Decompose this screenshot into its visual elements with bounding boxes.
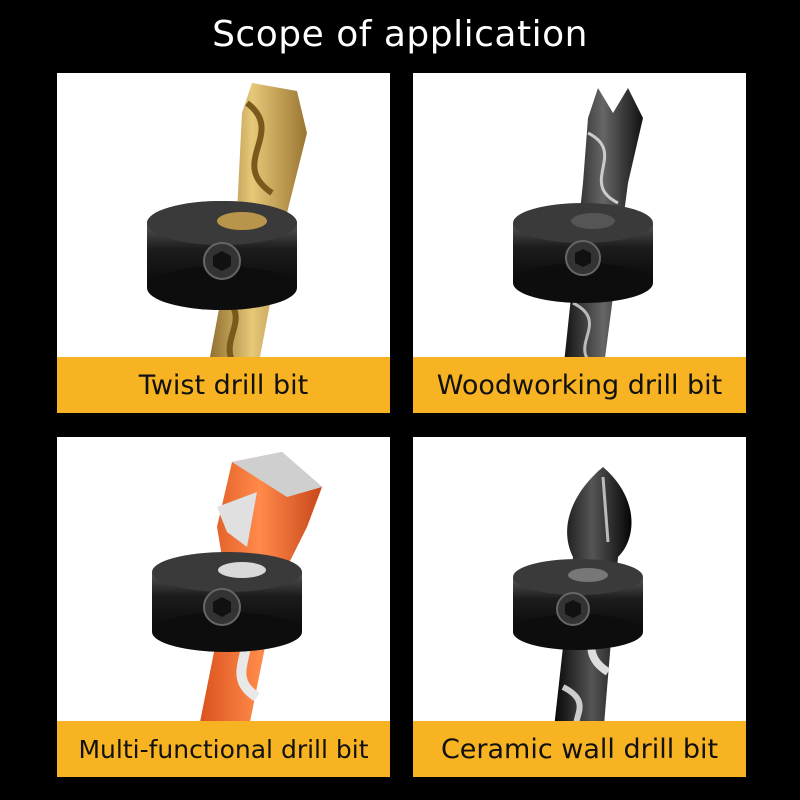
panel-label: Woodworking drill bit (413, 357, 746, 413)
panel-label: Ceramic wall drill bit (413, 721, 746, 777)
panel-twist-drill-bit: Twist drill bit (57, 73, 390, 413)
woodworking-drill-bit-illustration (513, 88, 653, 373)
twist-drill-bit-illustration (147, 83, 307, 376)
page-title: Scope of application (212, 14, 588, 55)
panel-label: Twist drill bit (57, 357, 390, 413)
panel-ceramic-wall-drill-bit: Ceramic wall drill bit (413, 437, 746, 777)
panel-label: Multi-functional drill bit (57, 721, 390, 777)
multi-functional-drill-bit-illustration (152, 452, 322, 737)
panel-woodworking-drill-bit: Woodworking drill bit (413, 73, 746, 413)
panel-multi-functional-drill-bit: Multi-functional drill bit (57, 437, 390, 777)
ceramic-wall-drill-bit-illustration (513, 467, 643, 740)
